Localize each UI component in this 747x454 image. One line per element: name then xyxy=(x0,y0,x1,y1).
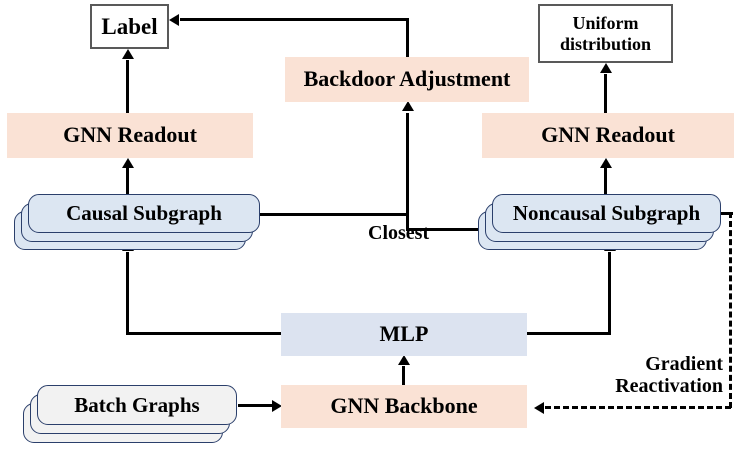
edge-gradient-reactivation-horizontal xyxy=(545,406,731,409)
node-backdoor-adjustment[interactable]: Backdoor Adjustment xyxy=(285,57,529,102)
edge-backdoor-to-label-vertical xyxy=(406,18,409,60)
edge-gradient-reactivation-vertical xyxy=(729,212,732,408)
node-mlp[interactable]: MLP xyxy=(281,313,527,356)
edge-label-gradient-reactivation: Gradient Reactivation xyxy=(611,353,723,398)
edge-noncausalsubgraph-to-closest xyxy=(406,228,501,231)
noncausal-subgraph-card-front[interactable]: Noncausal Subgraph xyxy=(492,194,721,233)
edge-causalsubgraph-to-gnnreadoutleft xyxy=(126,168,129,195)
uniform-distribution-line2: distribution xyxy=(559,33,652,54)
node-gnn-readout-left[interactable]: GNN Readout xyxy=(7,113,253,158)
edge-label-closest: Closest xyxy=(368,222,430,244)
arrowhead-gnnreadoutleft-up xyxy=(121,158,134,168)
edge-gnnreadoutright-to-uniform xyxy=(604,74,607,113)
node-batch-graphs[interactable]: Batch Graphs xyxy=(23,385,239,443)
gradient-reactivation-line2: Reactivation xyxy=(615,375,723,398)
edge-mlp-to-causal-horizontal xyxy=(126,332,284,335)
edge-causalsubgraph-to-closest xyxy=(259,213,409,216)
node-uniform-distribution[interactable]: Uniform distribution xyxy=(538,4,673,63)
edge-mlp-to-noncausal-vertical xyxy=(608,252,611,335)
node-causal-subgraph[interactable]: Causal Subgraph xyxy=(14,194,274,250)
arrowhead-uniform-up xyxy=(599,63,612,73)
edge-batchgraphs-to-gnnbackbone xyxy=(238,404,274,407)
node-gnn-backbone[interactable]: GNN Backbone xyxy=(281,385,527,428)
edge-backdoor-to-label-horizontal xyxy=(180,18,409,21)
arrowhead-gnnbackbone-left xyxy=(534,401,544,414)
arrowhead-gnnbackbone-right xyxy=(272,399,282,412)
node-gnn-readout-right[interactable]: GNN Readout xyxy=(482,113,734,158)
batch-graphs-card-front[interactable]: Batch Graphs xyxy=(37,385,237,425)
causal-subgraph-card-front[interactable]: Causal Subgraph xyxy=(28,194,260,233)
edge-gnnreadoutleft-to-label xyxy=(126,60,129,113)
node-label[interactable]: Label xyxy=(90,4,169,49)
arrowhead-mlp-up xyxy=(397,355,410,365)
arrowhead-label-left xyxy=(169,13,179,26)
edge-noncausalsubgraph-to-gnnreadoutright xyxy=(604,168,607,195)
edge-gnnbackbone-to-mlp xyxy=(402,366,405,388)
arrowhead-backdoor-up xyxy=(401,101,414,111)
edge-gradient-stub xyxy=(721,212,733,215)
uniform-distribution-line1: Uniform xyxy=(572,13,639,34)
node-noncausal-subgraph[interactable]: Noncausal Subgraph xyxy=(478,194,723,250)
arrowhead-label-up xyxy=(121,49,134,59)
gradient-reactivation-line1: Gradient xyxy=(645,353,723,375)
edge-mlp-to-causal-vertical xyxy=(126,252,129,335)
edge-closest-to-backdoor xyxy=(406,113,409,229)
arrowhead-gnnreadoutright-up xyxy=(599,158,612,168)
edge-mlp-to-noncausal-horizontal xyxy=(524,332,611,335)
